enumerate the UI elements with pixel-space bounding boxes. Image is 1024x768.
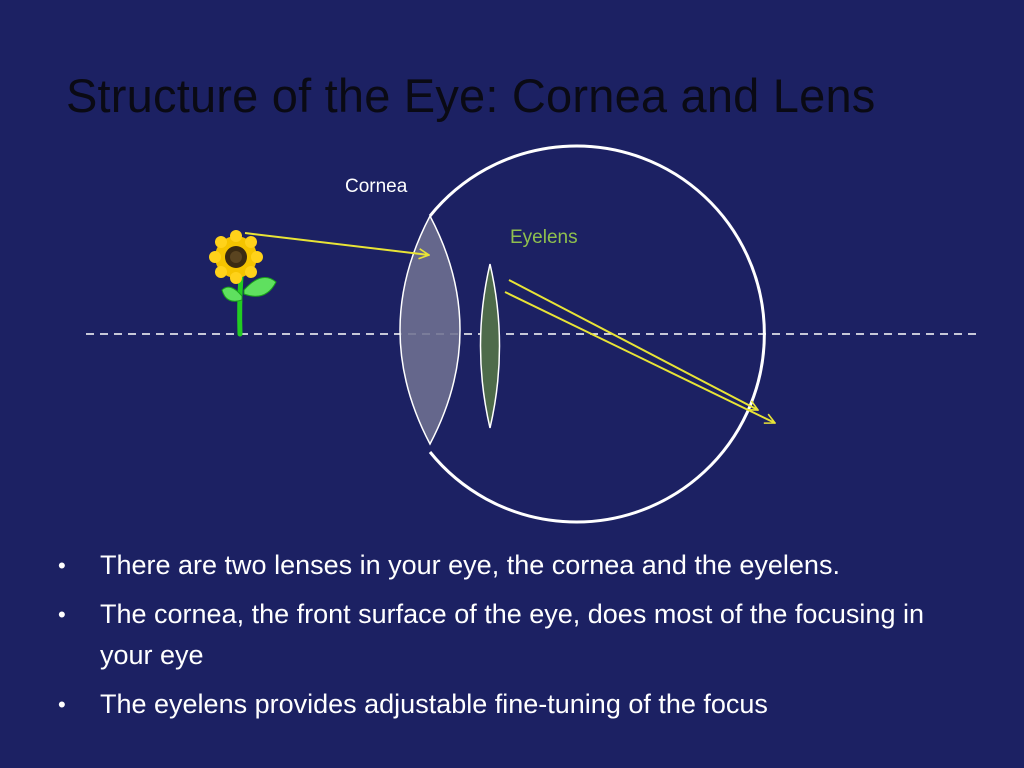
incoming-light-ray xyxy=(244,232,429,255)
sunflower-icon xyxy=(209,230,277,337)
bullet-list: • There are two lenses in your eye, the … xyxy=(58,545,978,733)
cornea-lens xyxy=(399,214,461,446)
bullet-glyph: • xyxy=(58,602,66,627)
bullet-item: • The cornea, the front surface of the e… xyxy=(58,594,978,676)
refracted-light-ray-upper xyxy=(508,279,758,411)
bullet-text: The cornea, the front surface of the eye… xyxy=(100,599,924,670)
bullet-glyph: • xyxy=(58,553,66,578)
bullet-text: The eyelens provides adjustable fine-tun… xyxy=(100,689,768,719)
bullet-glyph: • xyxy=(58,692,66,717)
bullet-text: There are two lenses in your eye, the co… xyxy=(100,550,840,580)
cornea-label: Cornea xyxy=(345,176,408,197)
eyelens-label: Eyelens xyxy=(510,227,578,248)
slide-title: Structure of the Eye: Cornea and Lens xyxy=(66,69,876,122)
bullet-item: • The eyelens provides adjustable fine-t… xyxy=(58,684,978,725)
bullet-item: • There are two lenses in your eye, the … xyxy=(58,545,978,586)
refracted-light-ray-lower xyxy=(504,291,775,423)
eyelens xyxy=(479,263,501,429)
